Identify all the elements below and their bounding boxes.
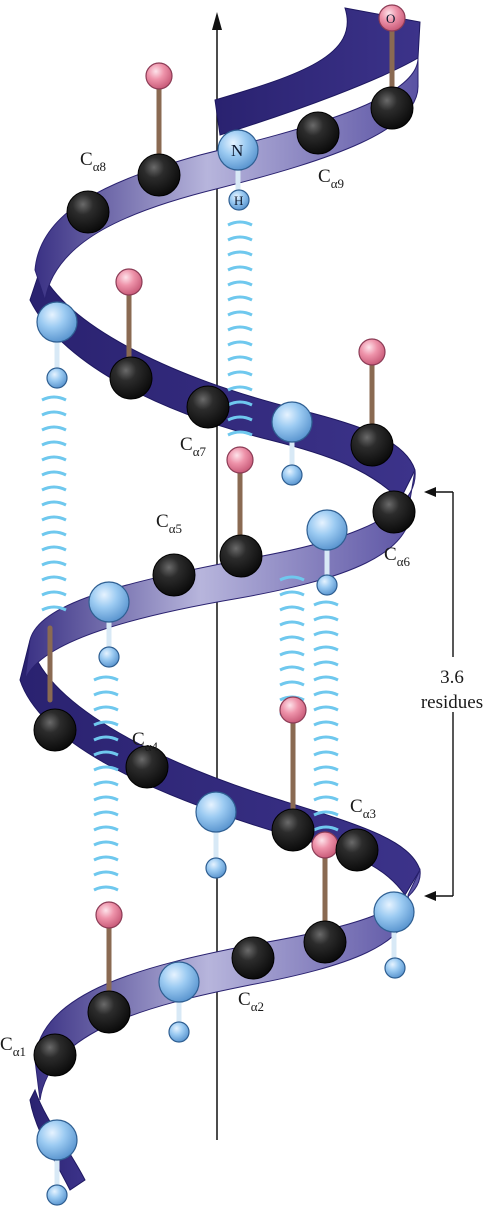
carbon-atom xyxy=(372,490,416,534)
oxygen-atom xyxy=(95,901,123,929)
oxygen-atom xyxy=(145,62,173,90)
hydrogen-atoms xyxy=(46,189,406,1206)
nitrogen-letter: N xyxy=(231,141,243,160)
hydrogen-atom xyxy=(281,464,303,486)
nitrogen-atom xyxy=(306,509,348,551)
carbon-atoms xyxy=(33,86,416,1077)
hbond-1 xyxy=(227,220,253,437)
calpha-label-8: Cα8 xyxy=(80,149,106,174)
oxygen-atom xyxy=(226,446,254,474)
hydrogen-atom xyxy=(46,1184,68,1206)
hydrogen-bonds xyxy=(41,220,339,892)
oxygen-atom xyxy=(115,268,143,296)
calpha-label-1: Cα1 xyxy=(0,1034,26,1059)
hbond-4 xyxy=(279,575,305,717)
carbon-atom xyxy=(137,153,181,197)
hydrogen-atom xyxy=(384,957,406,979)
carbon-atom xyxy=(33,1033,77,1077)
nitrogen-atom xyxy=(36,301,78,343)
calpha-label-2: Cα2 xyxy=(238,989,264,1014)
pitch-arrow-bottom xyxy=(424,891,436,901)
carbon-atom xyxy=(125,745,169,789)
carbon-atom xyxy=(87,990,131,1034)
calpha-labels: Cα1 Cα2 Cα3 Cα4 Cα5 Cα6 Cα7 Cα8 Cα9 xyxy=(0,149,410,1059)
carbon-atom xyxy=(152,553,196,597)
nitrogen-atom xyxy=(195,791,237,833)
carbon-atom xyxy=(296,111,340,155)
hbond-2 xyxy=(41,395,67,612)
hbond-5 xyxy=(313,600,339,832)
oxygen-atoms xyxy=(95,4,406,929)
oxygen-atom xyxy=(311,831,339,859)
carbon-atom xyxy=(350,423,394,467)
oxygen-letter: O xyxy=(386,11,395,26)
pitch-value: 3.6 xyxy=(440,667,464,688)
pitch-unit: residues xyxy=(421,692,483,713)
hydrogen-atom xyxy=(168,1021,190,1043)
carbonyl-bonds xyxy=(47,22,395,1008)
carbon-atom xyxy=(231,936,275,980)
calpha-label-4: Cα4 xyxy=(132,729,158,754)
oxygen-atom xyxy=(279,696,307,724)
hydrogen-atom xyxy=(98,646,120,668)
carbon-atom xyxy=(303,920,347,964)
calpha-label-9: Cα9 xyxy=(318,166,344,191)
calpha-label-3: Cα3 xyxy=(350,796,376,821)
carbon-atom xyxy=(109,356,153,400)
nh-bonds xyxy=(54,149,397,1195)
calpha-label-5: Cα5 xyxy=(156,511,182,536)
hydrogen-atom xyxy=(205,857,227,879)
carbon-atom xyxy=(33,708,77,752)
nitrogen-atoms xyxy=(36,129,415,1161)
nitrogen-atom xyxy=(217,129,259,171)
carbon-atom xyxy=(271,808,315,852)
nitrogen-atom xyxy=(373,891,415,933)
hbond-3 xyxy=(93,675,119,892)
carbon-atom xyxy=(66,190,110,234)
carbon-atom xyxy=(335,828,379,872)
hydrogen-atom xyxy=(46,367,68,389)
hydrogen-letter: H xyxy=(234,193,243,208)
oxygen-atom xyxy=(378,4,406,32)
carbon-atom xyxy=(219,534,263,578)
oxygen-atom xyxy=(358,338,386,366)
nitrogen-atom xyxy=(271,401,313,443)
hydrogen-atom xyxy=(228,189,250,211)
pitch-arrow-top xyxy=(424,487,436,497)
calpha-label-6: Cα6 xyxy=(384,544,410,569)
nitrogen-atom xyxy=(158,961,200,1003)
carbon-atom xyxy=(370,86,414,130)
nitrogen-atom xyxy=(88,581,130,623)
carbon-atom xyxy=(186,385,230,429)
nitrogen-atom xyxy=(36,1119,78,1161)
hydrogen-atom xyxy=(316,574,338,596)
calpha-label-7: Cα7 xyxy=(180,434,206,459)
